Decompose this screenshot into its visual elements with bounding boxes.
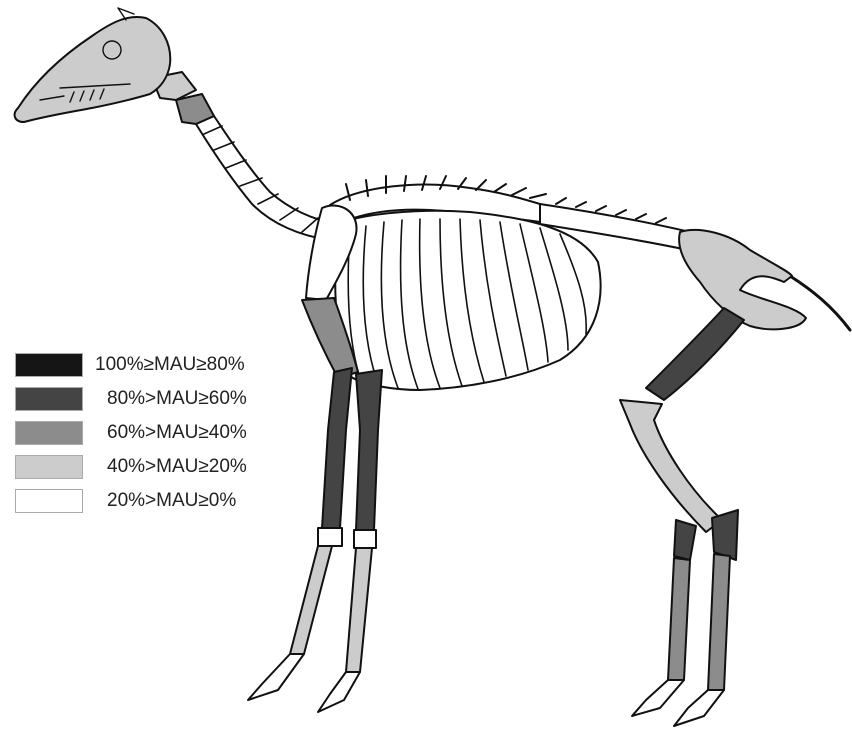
tibia bbox=[620, 400, 722, 532]
skull bbox=[15, 17, 171, 122]
legend-swatch bbox=[15, 489, 83, 513]
femur bbox=[646, 308, 744, 400]
legend-swatch bbox=[15, 455, 83, 479]
legend-item: 40%>MAU≥20% bbox=[15, 455, 315, 489]
cervical-vertebrae bbox=[196, 116, 338, 240]
legend-label: 20%>MAU≥0% bbox=[107, 490, 236, 512]
legend-label: 40%>MAU≥20% bbox=[107, 456, 247, 478]
legend-swatch bbox=[15, 421, 83, 445]
axis-vertebra bbox=[176, 94, 214, 124]
legend-label: 100%≥MAU≥80% bbox=[95, 354, 245, 376]
legend-label: 60%>MAU≥40% bbox=[107, 422, 247, 444]
legend-item: 20%>MAU≥0% bbox=[15, 489, 315, 523]
legend-label: 80%>MAU≥60% bbox=[107, 388, 247, 410]
front-phalanges bbox=[248, 654, 360, 712]
radius-ulna bbox=[322, 368, 382, 530]
pelvis bbox=[679, 230, 806, 329]
legend-item: 80%>MAU≥60% bbox=[15, 387, 315, 421]
legend-item: 60%>MAU≥40% bbox=[15, 421, 315, 455]
legend-swatch bbox=[15, 353, 83, 377]
legend: 100%≥MAU≥80% 80%>MAU≥60% 60%>MAU≥40% 40%… bbox=[15, 353, 315, 523]
legend-item: 100%≥MAU≥80% bbox=[15, 353, 315, 387]
metatarsal bbox=[668, 554, 730, 690]
legend-swatch bbox=[15, 387, 83, 411]
